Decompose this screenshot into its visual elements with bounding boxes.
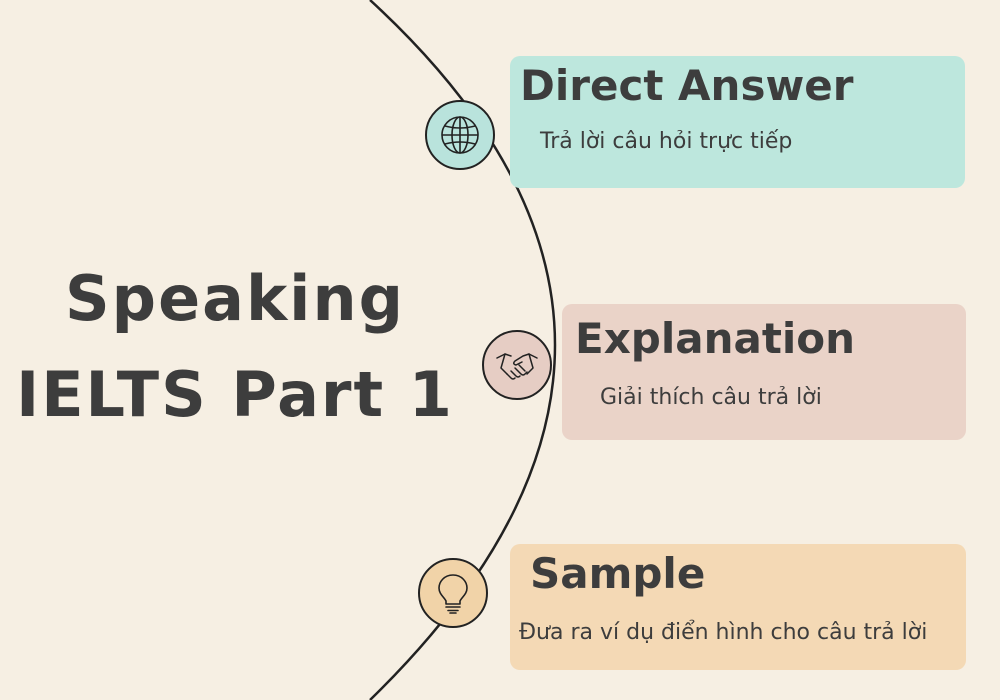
explanation-card (562, 304, 966, 440)
main-title-line-2: IELTS Part 1 (16, 358, 454, 431)
globe-icon (441, 116, 479, 154)
direct-answer-subtitle: Trả lời câu hỏi trực tiếp (540, 129, 793, 154)
direct-answer-title: Direct Answer (520, 61, 854, 110)
lightbulb-icon (438, 574, 468, 614)
sample-node (418, 558, 488, 628)
handshake-icon (496, 353, 538, 380)
sample-card (510, 544, 966, 670)
explanation-title: Explanation (575, 314, 856, 363)
main-title-line-1: Speaking (65, 262, 405, 335)
sample-subtitle: Đưa ra ví dụ điển hình cho câu trả lời (519, 620, 928, 645)
direct-answer-node (425, 100, 495, 170)
sample-title: Sample (530, 549, 706, 598)
direct-answer-card (510, 56, 965, 188)
explanation-subtitle: Giải thích câu trả lời (600, 385, 822, 410)
explanation-node (482, 330, 552, 400)
